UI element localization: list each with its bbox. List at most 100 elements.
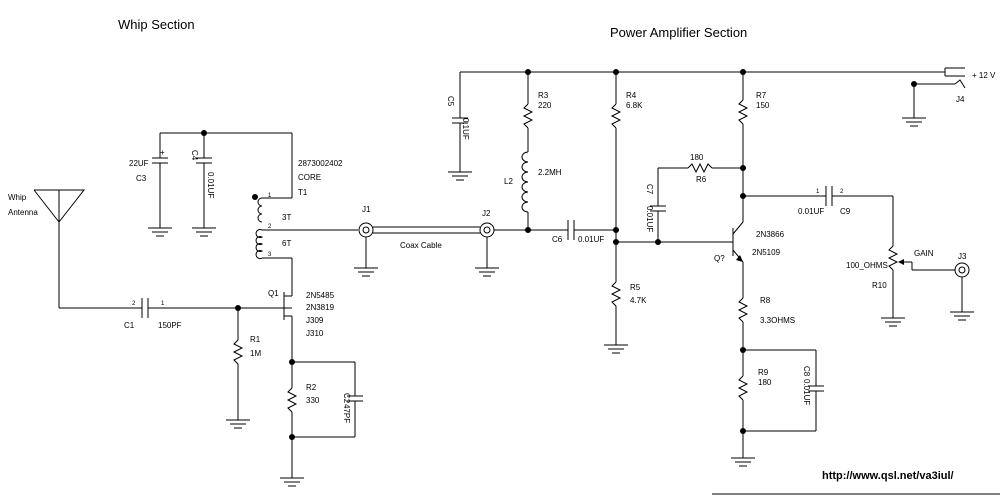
r10-ref: R10 <box>872 281 887 290</box>
resistor-r7 <box>737 72 749 222</box>
r2-value: 330 <box>306 396 320 405</box>
c7-ref: C7 <box>645 184 654 195</box>
junction-dot <box>911 81 917 87</box>
potentiometer-r10 <box>887 245 955 318</box>
r3-ref: R3 <box>538 91 549 100</box>
c6-value: 0.01UF <box>578 235 604 244</box>
ground-symbol <box>280 477 304 487</box>
r5-value: 4.7K <box>630 296 647 305</box>
r4-ref: R4 <box>626 91 637 100</box>
ground-symbol <box>192 227 216 237</box>
capacitor-c3 <box>152 133 168 228</box>
c2-ref: C2 <box>342 393 351 404</box>
connector-j4 <box>913 67 966 118</box>
j2-ref: J2 <box>482 209 491 218</box>
capacitor-c6 <box>567 220 616 240</box>
connector-j3 <box>954 262 970 312</box>
inductor-l2 <box>521 151 529 230</box>
r6-value: 180 <box>690 153 704 162</box>
c9-ref: C9 <box>840 207 851 216</box>
r7-value: 150 <box>756 101 770 110</box>
q1-part-2: 2N3819 <box>306 303 335 312</box>
c9-pin-2: 2 <box>840 189 844 195</box>
t1-pin-3: 3 <box>268 252 272 258</box>
j3-ref: J3 <box>958 252 967 261</box>
transformer-t1 <box>255 133 358 259</box>
capacitor-c1 <box>141 298 292 318</box>
transistor-q2 <box>732 221 744 298</box>
q1-ref: Q1 <box>268 289 279 298</box>
resistor-r1 <box>232 308 244 420</box>
ground-symbol <box>226 419 250 429</box>
c7-value: 0.01UF <box>645 206 654 232</box>
connector-j2 <box>479 222 568 268</box>
t1-pin-2: 2 <box>268 224 272 230</box>
c8-value: 0.01UF <box>802 379 811 405</box>
resistor-r4 <box>610 72 622 282</box>
c3-ref: C3 <box>136 174 147 183</box>
antenna-label-line2: Antenna <box>8 208 38 217</box>
q2-part-1: 2N3866 <box>756 230 785 239</box>
ground-symbol <box>731 457 755 467</box>
ground-symbol <box>475 267 499 277</box>
r9-value: 180 <box>758 378 772 387</box>
l2-ref: L2 <box>504 177 513 186</box>
c4-value: 0.01UF <box>206 172 215 198</box>
antenna-symbol <box>33 189 142 309</box>
c9-value: 0.01UF <box>798 207 824 216</box>
q1-part-1: 2N5485 <box>306 291 335 300</box>
q2-part-2: 2N5109 <box>752 248 781 257</box>
resistor-r5 <box>610 281 622 345</box>
transistor-q1 <box>283 258 293 362</box>
r4-value: 6.8K <box>626 101 643 110</box>
c5-value: 0.1UF <box>461 118 470 140</box>
coax-cable <box>373 226 480 234</box>
capacitor-c7 <box>650 167 688 242</box>
q1-part-3: J309 <box>306 316 324 325</box>
c2-value: 47PF <box>342 404 351 423</box>
supply-voltage: + 12 V <box>972 71 996 80</box>
c3-value: 22UF <box>129 159 149 168</box>
c1-pin-1: 1 <box>161 301 165 307</box>
c8-ref: C8 <box>802 366 811 377</box>
ground-symbol <box>604 344 628 354</box>
l2-value: 2.2MH <box>538 168 562 177</box>
junction-dot <box>289 434 295 440</box>
t1-pin-1: 1 <box>268 193 272 199</box>
resistor-r8 <box>737 297 749 350</box>
t1-secondary-turns: 6T <box>282 239 291 248</box>
capacitor-c9 <box>743 186 894 246</box>
transformer-dot <box>252 194 258 200</box>
r1-ref: R1 <box>250 335 261 344</box>
junction-dot <box>740 428 746 434</box>
j1-ref: J1 <box>362 205 371 214</box>
antenna-label-line1: Whip <box>8 193 27 202</box>
q2-ref: Q? <box>714 254 725 263</box>
c4-ref: C4 <box>190 150 199 161</box>
c1-value: 150PF <box>158 321 182 330</box>
r3-value: 220 <box>538 101 552 110</box>
t1-ref: T1 <box>298 188 308 197</box>
resistor-r9 <box>737 350 749 458</box>
junction-dot <box>525 227 531 233</box>
t1-core: CORE <box>298 173 321 182</box>
r2-ref: R2 <box>306 383 317 392</box>
capacitor-c2 <box>292 362 363 438</box>
ground-symbol <box>950 311 974 321</box>
c1-ref: C1 <box>124 321 135 330</box>
resistor-r3 <box>522 72 534 152</box>
t1-primary-turns: 3T <box>282 213 291 222</box>
ground-symbol <box>448 171 472 181</box>
ground-symbol <box>354 267 378 277</box>
whip-section-title: Whip Section <box>118 17 195 32</box>
resistor-r2 <box>286 362 298 478</box>
junction-dot <box>613 227 619 233</box>
r5-ref: R5 <box>630 283 641 292</box>
source-url: http://www.qsl.net/va3iul/ <box>822 470 954 482</box>
ground-symbol <box>881 317 905 327</box>
r6-ref: R6 <box>696 175 707 184</box>
c3-polarity: + <box>160 148 165 157</box>
c9-pin-1: 1 <box>816 189 820 195</box>
r10-value: 100_OHMS <box>846 261 888 270</box>
